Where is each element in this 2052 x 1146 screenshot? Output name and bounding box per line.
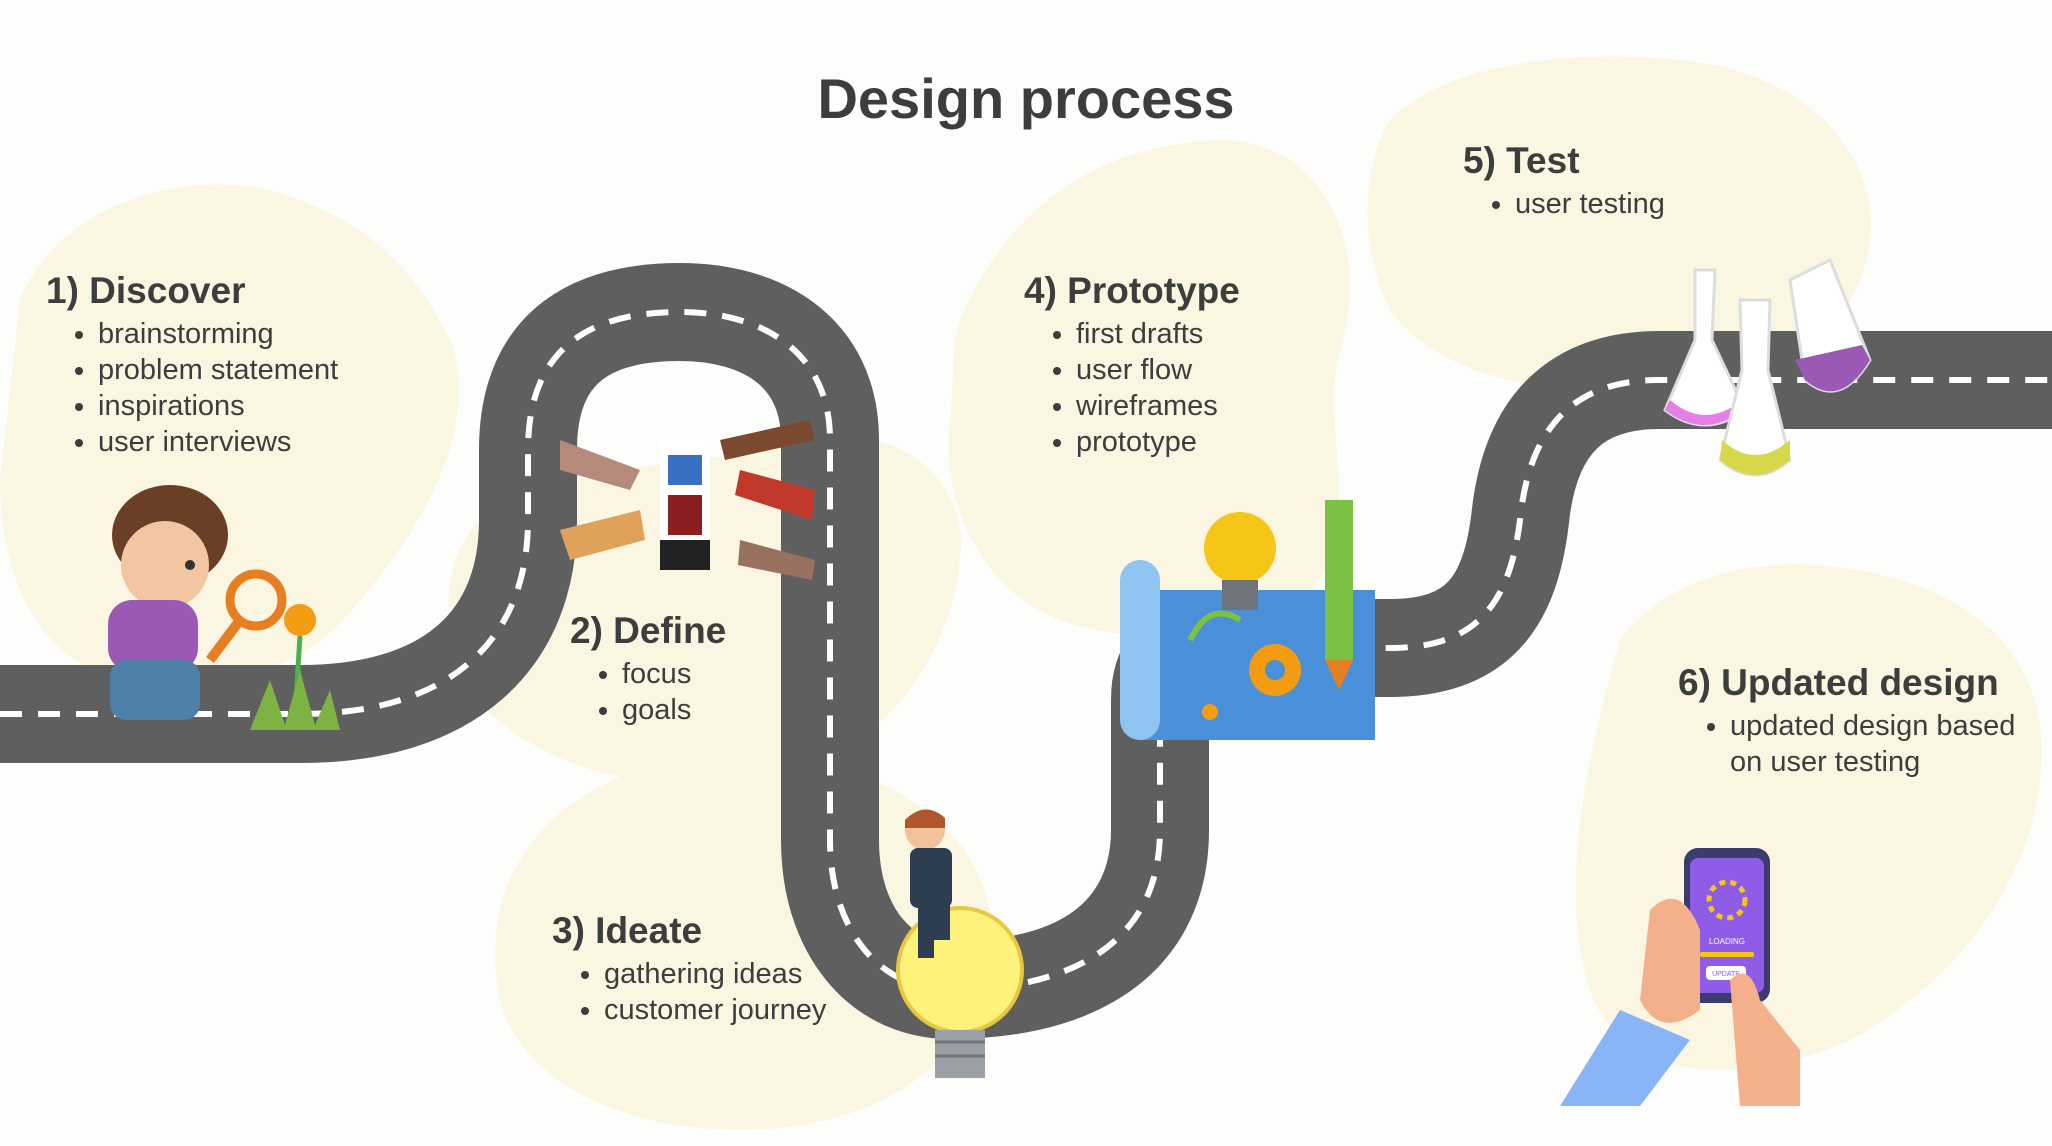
step-bullet: wireframes [1076, 388, 1240, 424]
step-bullet-list: focus goals [570, 656, 726, 728]
step-heading: 6) Updated design [1678, 662, 1999, 703]
page-title: Design process [817, 67, 1235, 130]
man-on-lightbulb-illustration [896, 809, 1024, 1078]
step-bullet: goals [622, 692, 726, 728]
step-bullet: updated design based on user testing [1730, 708, 2030, 780]
step-bullet: brainstorming [98, 316, 338, 352]
step-bullet: user flow [1076, 352, 1240, 388]
step-bullet: first drafts [1076, 316, 1240, 352]
lab-flasks-illustration [1663, 257, 1872, 477]
step-bullet: gathering ideas [604, 956, 826, 992]
step-bullet: prototype [1076, 424, 1240, 460]
step-bullet-list: updated design based on user testing [1678, 708, 2030, 780]
child-magnifier-illustration [108, 485, 340, 730]
step-bullet: inspirations [98, 388, 338, 424]
step-prototype: 4) Prototype first drafts user flow wire… [1024, 270, 1240, 460]
step-heading: 1) Discover [46, 270, 246, 311]
step-heading: 3) Ideate [552, 910, 703, 951]
step-discover: 1) Discover brainstorming problem statem… [46, 270, 338, 460]
step-ideate: 3) Ideate gathering ideas customer journ… [552, 910, 826, 1028]
step-bullet-list: brainstorming problem statement inspirat… [46, 316, 338, 460]
step-bullet-list: first drafts user flow wireframes protot… [1024, 316, 1240, 460]
step-heading: 2) Define [570, 610, 727, 651]
hands-puzzle-illustration [560, 420, 815, 580]
blueprint-illustration [1120, 500, 1375, 740]
step-bullet-list: gathering ideas customer journey [552, 956, 826, 1028]
phone-loading-label: LOADING [1709, 937, 1745, 946]
blob-prototype [948, 140, 1350, 637]
step-define: 2) Define focus goals [570, 610, 726, 728]
step-bullet: problem statement [98, 352, 338, 388]
step-updated-design: 6) Updated design updated design based o… [1678, 662, 2030, 780]
phone-update-label: UPDATE [1712, 971, 1740, 978]
phone-in-hand-illustration: LOADING UPDATE [1560, 848, 1800, 1106]
step-heading: 4) Prototype [1024, 270, 1240, 311]
step-bullet-list: user testing [1463, 186, 1665, 222]
step-heading: 5) Test [1463, 140, 1580, 181]
step-bullet: focus [622, 656, 726, 692]
step-bullet: user interviews [98, 424, 338, 460]
step-test: 5) Test user testing [1463, 140, 1665, 222]
step-bullet: user testing [1515, 186, 1665, 222]
step-bullet: customer journey [604, 992, 826, 1028]
blob-discover [0, 184, 459, 688]
